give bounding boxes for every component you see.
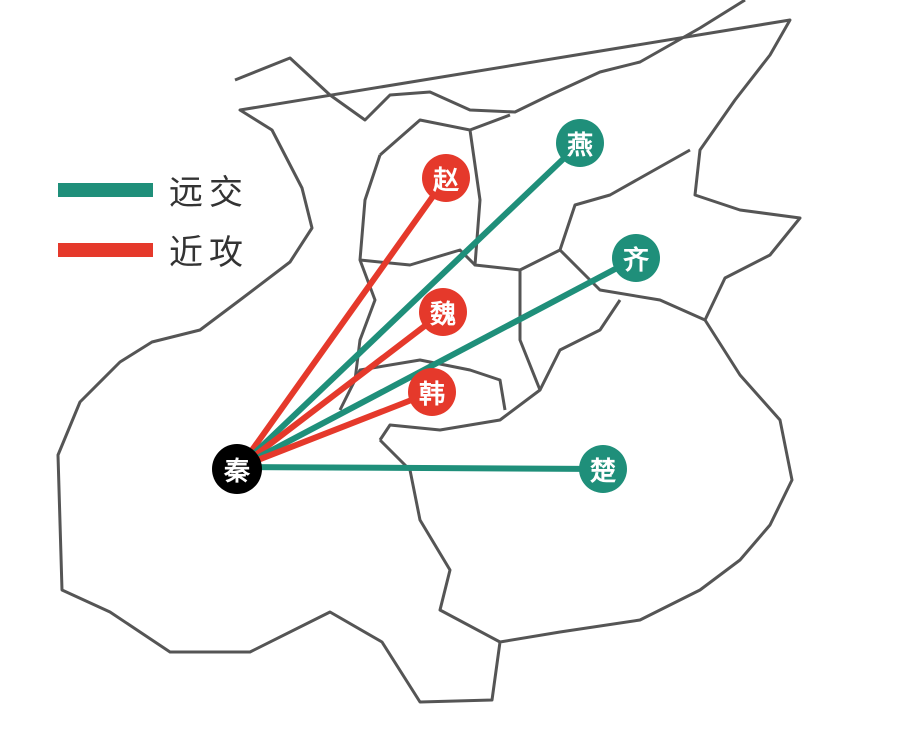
state-yan: 燕 [556, 119, 604, 167]
line-near [237, 176, 449, 469]
legend-far: 远交 [58, 165, 249, 214]
state-zhao: 赵 [422, 154, 470, 202]
state-han: 韩 [408, 368, 456, 416]
legend-label-near: 近攻 [169, 233, 249, 273]
line-far [237, 140, 583, 470]
border-qi [538, 248, 706, 391]
legend-near: 近攻 [58, 225, 249, 274]
state-qin: 秦 [212, 444, 262, 494]
outer-border [56, 0, 802, 704]
legend-swatch-far [58, 182, 153, 197]
line-near [238, 389, 434, 470]
border-yan-zhao [379, 113, 691, 272]
map-borders [56, 0, 802, 704]
legend-label-far: 远交 [169, 173, 249, 213]
legend-swatch-near [58, 242, 153, 257]
line-far [239, 464, 604, 472]
state-qi: 齐 [612, 234, 660, 282]
line-far [238, 255, 638, 470]
line-near [238, 309, 445, 470]
strategy-lines [237, 140, 638, 472]
border-zhao-west [353, 154, 382, 381]
state-wei: 魏 [419, 288, 467, 336]
state-chu: 楚 [579, 445, 627, 493]
